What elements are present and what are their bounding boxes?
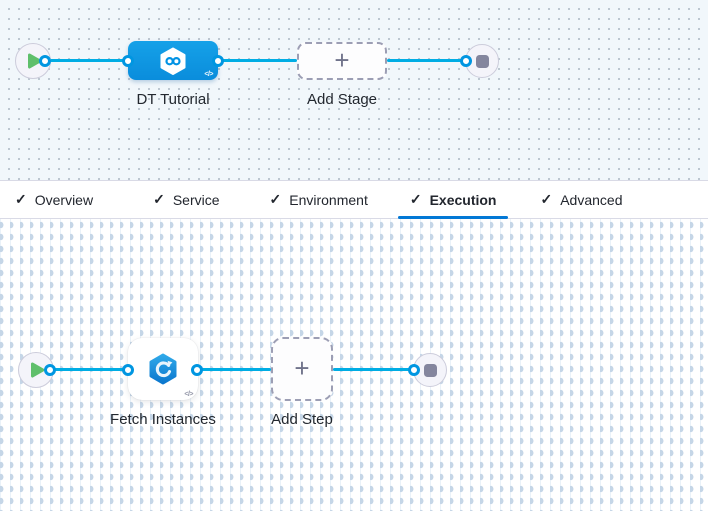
plus-icon: + (334, 44, 350, 75)
port-end-in[interactable] (460, 55, 472, 67)
edge-start-to-stage (45, 59, 128, 62)
stop-square-icon (475, 54, 489, 68)
check-icon: ✓ (269, 191, 282, 207)
edge-addstep-to-end (333, 368, 414, 371)
stage-node-dt-tutorial[interactable]: </> (128, 41, 218, 80)
tab-label: Advanced (560, 191, 623, 208)
port-step-out[interactable] (191, 364, 203, 376)
port-start-out[interactable] (39, 55, 51, 67)
port-exec-start-out[interactable] (44, 364, 56, 376)
check-icon: ✓ (153, 191, 165, 207)
step-label: Fetch Instances (110, 411, 216, 428)
harness-infinity-icon (159, 47, 187, 75)
port-stage-out[interactable] (212, 55, 224, 67)
execution-canvas[interactable]: </> + Fetch Instances Add Step (0, 219, 708, 511)
port-stage-in[interactable] (122, 55, 134, 67)
yaml-code-icon: </> (204, 71, 213, 78)
add-stage-button[interactable]: + (297, 42, 387, 80)
tab-service[interactable]: ✓ Service (141, 181, 231, 218)
tab-label: Environment (289, 191, 368, 208)
port-exec-end-in[interactable] (408, 364, 420, 376)
stage-label: DT Tutorial (136, 91, 210, 108)
check-icon: ✓ (409, 191, 422, 207)
tab-execution[interactable]: ✓ Execution (397, 181, 509, 219)
play-icon (16, 44, 50, 78)
yaml-code-icon: </> (184, 391, 193, 398)
edge-addstage-to-end (387, 59, 466, 62)
add-step-label: Add Step (271, 411, 333, 428)
add-step-button[interactable]: + (271, 337, 333, 401)
fetch-instances-icon (146, 352, 180, 386)
tab-label: Service (172, 191, 220, 208)
tab-environment[interactable]: ✓ Environment (258, 181, 380, 218)
tab-label: Overview (34, 191, 94, 208)
plus-icon: + (294, 352, 310, 383)
tab-advanced[interactable]: ✓ Advanced (528, 181, 634, 218)
edge-stage-to-addstage (218, 59, 297, 62)
check-icon: ✓ (15, 191, 27, 207)
step-node-fetch-instances[interactable]: </> (128, 338, 198, 400)
port-step-in[interactable] (122, 364, 134, 376)
tab-label: Execution (429, 191, 497, 208)
stage-config-tabs: ✓ Overview ✓ Service ✓ Environment ✓ Exe… (0, 180, 708, 219)
play-icon (19, 353, 53, 387)
stop-square-icon (423, 363, 437, 377)
tab-overview[interactable]: ✓ Overview (3, 181, 105, 218)
edge-step-to-addstep (197, 368, 271, 371)
add-stage-label: Add Stage (306, 91, 378, 108)
stage-canvas[interactable]: </> + DT Tutorial Add Stage (0, 0, 708, 180)
check-icon: ✓ (540, 191, 553, 207)
edge-start-to-step (50, 368, 128, 371)
